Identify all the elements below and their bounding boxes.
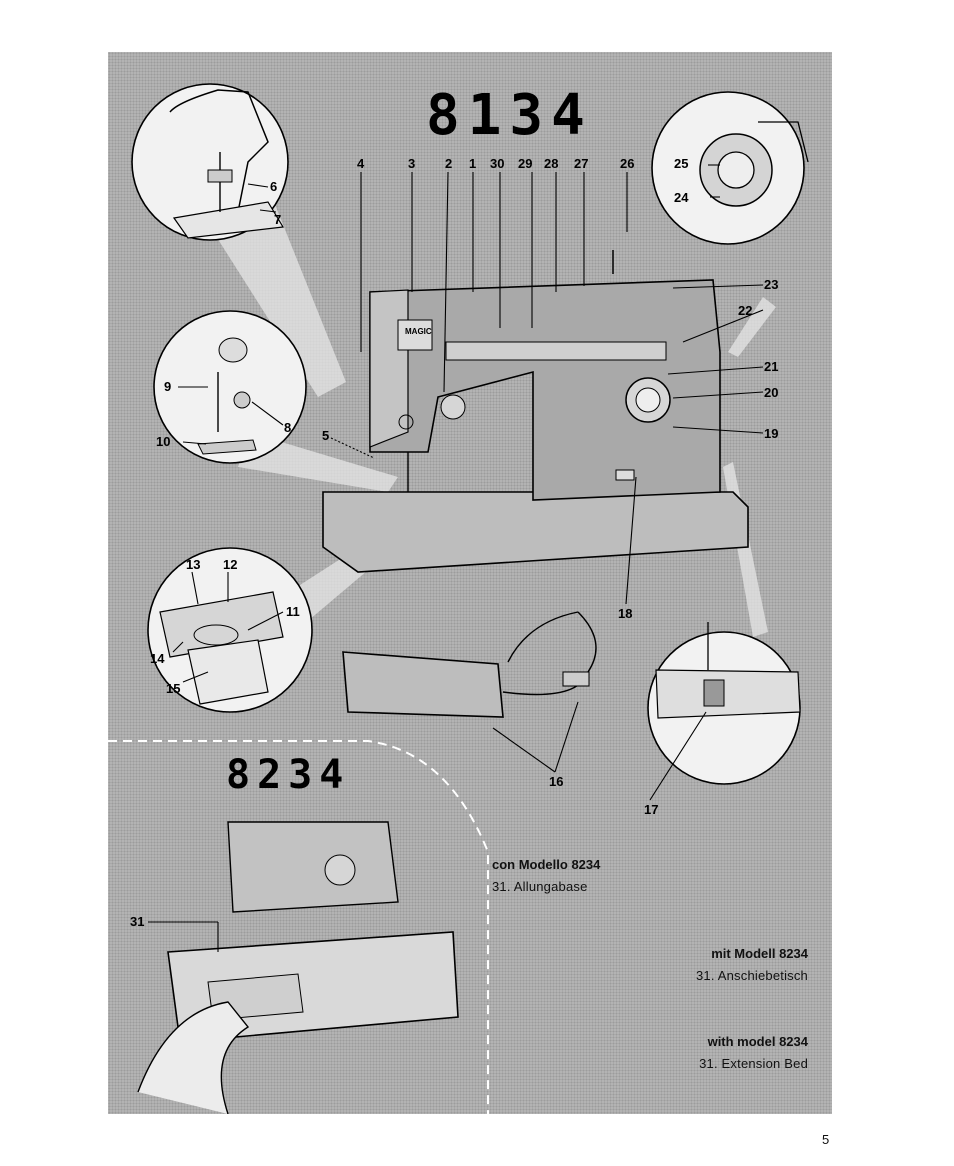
detail-circle-handwheel bbox=[651, 91, 809, 245]
callout-19: 19 bbox=[764, 426, 778, 441]
model-note-title: con Modello 8234 bbox=[492, 857, 601, 872]
callout-14: 14 bbox=[150, 651, 165, 666]
callout-7: 7 bbox=[274, 212, 281, 227]
connector-wedge bbox=[238, 432, 398, 492]
model-note-italian: con Modello 8234 31. Allungabase bbox=[492, 857, 600, 894]
callout-5: 5 bbox=[322, 428, 329, 443]
callout-13: 13 bbox=[186, 557, 200, 572]
model-note-english: with model 8234 31. Extension Bed bbox=[699, 1034, 808, 1071]
model-note-german: mit Modell 8234 31. Anschiebetisch bbox=[696, 946, 808, 983]
callout-25: 25 bbox=[674, 156, 688, 171]
callout-24: 24 bbox=[674, 190, 689, 205]
callout-16: 16 bbox=[549, 774, 563, 789]
machine-brand-label: MAGIC bbox=[405, 327, 432, 336]
model-title-main: 8134 bbox=[426, 83, 593, 148]
detail-circle-power-socket bbox=[647, 622, 801, 785]
callout-12: 12 bbox=[223, 557, 237, 572]
detail-circle-needle-plate bbox=[147, 547, 313, 713]
callout-27: 27 bbox=[574, 156, 588, 171]
callout-22: 22 bbox=[738, 303, 752, 318]
illustration-panel: MAGIC bbox=[108, 52, 832, 1114]
foot-control bbox=[342, 611, 597, 718]
callout-15: 15 bbox=[166, 681, 180, 696]
callout-4: 4 bbox=[357, 156, 365, 171]
callout-23: 23 bbox=[764, 277, 778, 292]
callout-17: 17 bbox=[644, 802, 658, 817]
sewing-machine: MAGIC bbox=[322, 250, 749, 573]
inset-boundary bbox=[108, 740, 489, 1114]
connector-wedge bbox=[723, 462, 768, 637]
callout-29: 29 bbox=[518, 156, 532, 171]
detail-circle-needle bbox=[131, 83, 289, 241]
connector-wedge bbox=[728, 297, 776, 357]
callout-2: 2 bbox=[445, 156, 452, 171]
callout-11: 11 bbox=[286, 604, 300, 619]
model-note-item: 31. Allungabase bbox=[492, 879, 588, 894]
callout-3: 3 bbox=[408, 156, 415, 171]
detail-circle-presser-foot bbox=[153, 310, 307, 464]
model-note-item: 31. Extension Bed bbox=[699, 1056, 808, 1071]
callout-20: 20 bbox=[764, 385, 778, 400]
callout-8: 8 bbox=[284, 420, 291, 435]
model-title-extension: 8234 bbox=[226, 752, 350, 798]
callout-21: 21 bbox=[764, 359, 778, 374]
callout-leader-lines bbox=[148, 164, 764, 952]
callout-9: 9 bbox=[164, 379, 171, 394]
model-note-title: mit Modell 8234 bbox=[711, 946, 808, 961]
callout-28: 28 bbox=[544, 156, 558, 171]
page-number: 5 bbox=[822, 1132, 830, 1147]
callout-1: 1 bbox=[469, 156, 476, 171]
callout-26: 26 bbox=[620, 156, 634, 171]
callout-31: 31 bbox=[130, 914, 144, 929]
model-note-item: 31. Anschiebetisch bbox=[695, 968, 808, 983]
callout-6: 6 bbox=[270, 179, 277, 194]
sewing-machine-diagram: MAGIC bbox=[108, 83, 809, 1114]
extension-bed-sketch bbox=[137, 821, 459, 1114]
model-note-title: with model 8234 bbox=[707, 1034, 808, 1049]
callout-30: 30 bbox=[490, 156, 504, 171]
callout-10: 10 bbox=[156, 434, 170, 449]
callout-18: 18 bbox=[618, 606, 632, 621]
